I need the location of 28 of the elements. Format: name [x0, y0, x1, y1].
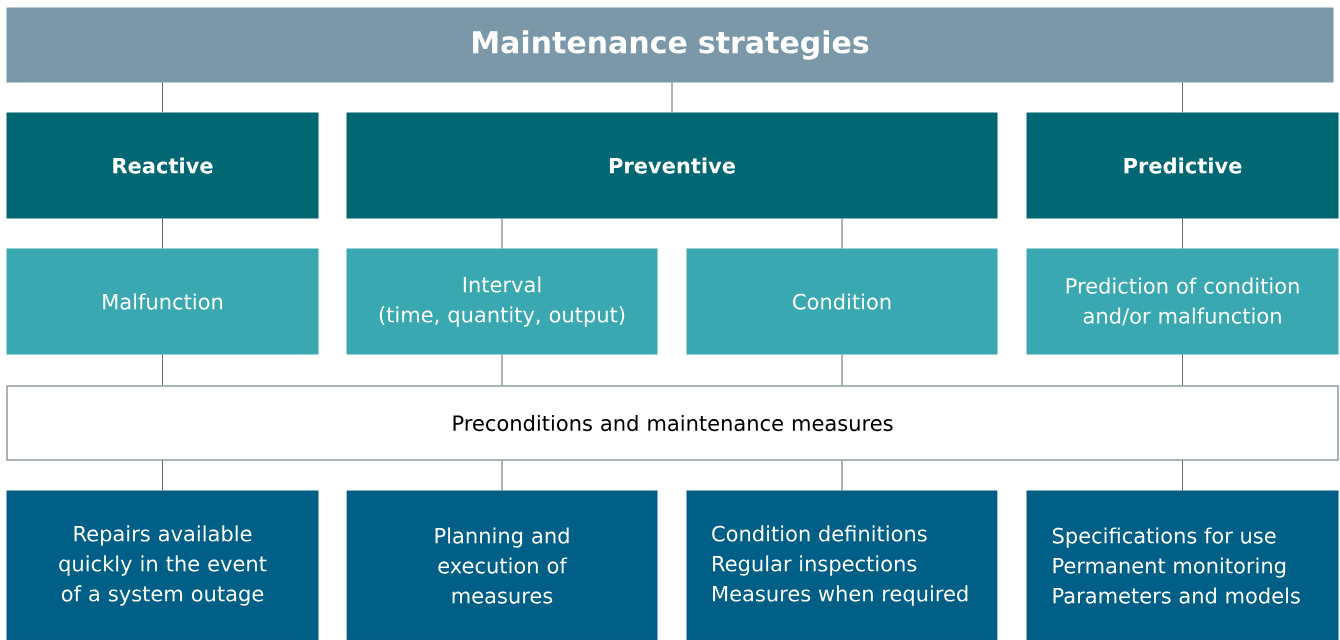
trigger-box: Condition	[686, 248, 998, 355]
measures-band: Preconditions and maintenance measures	[6, 385, 1339, 461]
connector-line	[671, 82, 673, 113]
connector-line	[1182, 460, 1183, 491]
connector-line	[162, 82, 163, 113]
trigger-box: Prediction of condition and/or malfunction	[1026, 248, 1339, 355]
connector-line	[841, 460, 843, 491]
connector-line	[1182, 82, 1183, 113]
connector-line	[501, 218, 503, 249]
trigger-box: Interval (time, quantity, output)	[346, 248, 658, 355]
connector-line	[162, 354, 163, 386]
measures-box: Specifications for use Permanent monitoring Parameters and models	[1026, 490, 1339, 640]
category-box: Preventive	[346, 112, 998, 219]
connector-line	[841, 218, 843, 249]
connector-line	[1182, 354, 1183, 386]
measures-box: Repairs available quickly in the event of a system outage	[6, 490, 319, 640]
connector-line	[841, 354, 843, 386]
measures-box: Condition definitions Regular inspections Measures when required	[686, 490, 998, 640]
measures-box: Planning and execution of measures	[346, 490, 658, 640]
connector-line	[501, 354, 503, 386]
connector-line	[162, 460, 163, 491]
title-bar: Maintenance strategies	[6, 7, 1334, 83]
trigger-box: Malfunction	[6, 248, 319, 355]
category-box: Reactive	[6, 112, 319, 219]
connector-line	[162, 218, 163, 249]
category-box: Predictive	[1026, 112, 1339, 219]
connector-line	[501, 460, 503, 491]
connector-line	[1182, 218, 1183, 249]
